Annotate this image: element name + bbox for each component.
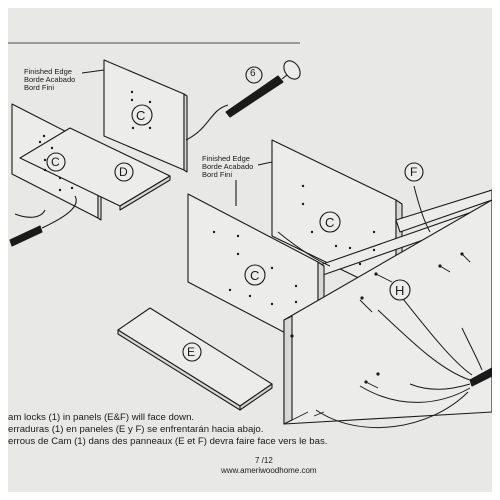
finished-edge-label-left: Finished Edge Borde Acabado Bord Fini xyxy=(24,67,76,92)
instruction-page: Finished Edge Borde Acabado Bord Fini Fi… xyxy=(8,8,492,492)
finished-edge-label-right: Finished Edge Borde Acabado Bord Fini xyxy=(202,154,254,179)
instruction-en: am locks (1) in panels (E&F) will face d… xyxy=(8,412,195,423)
assembly-diagram xyxy=(8,42,492,428)
panel-f xyxy=(395,189,492,233)
screw-6 xyxy=(225,60,301,118)
instruction-fr: errous de Cam (1) dans des panneaux (E e… xyxy=(8,436,328,447)
website: www.ameriwoodhome.com xyxy=(221,466,317,475)
part-label-c-left: C xyxy=(51,155,60,169)
part-label-c-mid-back: C xyxy=(325,215,335,230)
part-label-c-mid-front: C xyxy=(250,268,260,283)
screw-left xyxy=(9,225,43,247)
instruction-es: erraduras (1) en paneles (E y F) se enfr… xyxy=(8,424,264,435)
part-label-e: E xyxy=(187,345,196,359)
part-label-d: D xyxy=(119,165,128,179)
part-label-c-top: C xyxy=(136,108,146,123)
screw-number: 6 xyxy=(250,68,256,79)
page-number: 7 /12 xyxy=(255,456,273,465)
part-label-f: F xyxy=(410,165,418,179)
part-label-h: H xyxy=(395,283,405,298)
screw-right xyxy=(469,367,492,387)
